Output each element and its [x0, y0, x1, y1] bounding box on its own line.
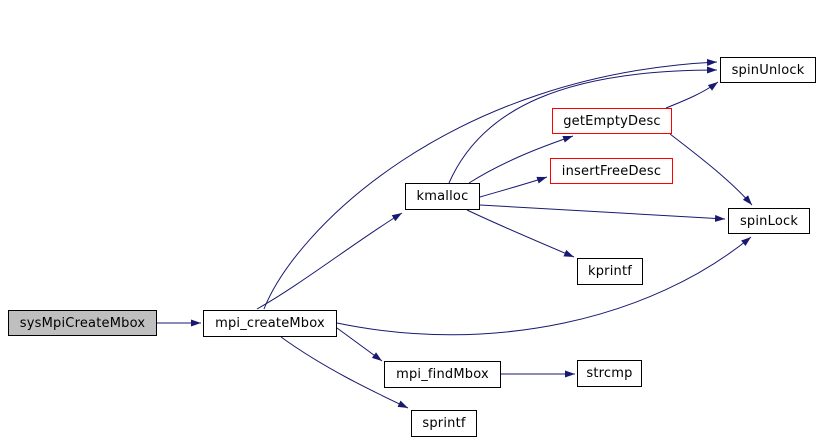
- edge-getEmptyDesc-to-spinLock: [669, 133, 753, 206]
- node-mpi_createMbox[interactable]: mpi_createMbox: [203, 310, 337, 337]
- edge-kmalloc-to-spinLock: [479, 204, 726, 222]
- node-insertFreeDesc[interactable]: insertFreeDesc: [550, 158, 673, 184]
- edge-mpi_createMbox-to-mpi_findMbox: [336, 327, 383, 362]
- edge-mpi_createMbox-to-kmalloc: [256, 212, 403, 310]
- edge-kmalloc-to-kprintf: [466, 209, 575, 258]
- edge-kmalloc-to-spinUnlock: [448, 66, 718, 184]
- node-sysMpiCreateMbox: sysMpiCreateMbox: [8, 310, 157, 336]
- node-strcmp[interactable]: strcmp: [577, 360, 642, 387]
- edge-mpi_createMbox-to-spinLock: [336, 236, 752, 336]
- node-kmalloc[interactable]: kmalloc: [405, 183, 480, 210]
- node-getEmptyDesc[interactable]: getEmptyDesc: [552, 108, 672, 134]
- node-mpi_findMbox[interactable]: mpi_findMbox: [384, 361, 501, 388]
- node-spinUnlock[interactable]: spinUnlock: [720, 57, 816, 83]
- node-kprintf[interactable]: kprintf: [577, 258, 643, 285]
- node-spinLock[interactable]: spinLock: [728, 208, 810, 234]
- edge-mpi_createMbox-to-spinUnlock: [263, 58, 718, 310]
- edge-kmalloc-to-insertFreeDesc: [479, 176, 548, 198]
- edge-mpi_createMbox-to-sprintf: [280, 336, 409, 409]
- edge-kmalloc-to-getEmptyDesc: [468, 135, 574, 184]
- edge-getEmptyDesc-to-spinUnlock: [665, 81, 719, 109]
- node-sprintf[interactable]: sprintf: [411, 410, 477, 437]
